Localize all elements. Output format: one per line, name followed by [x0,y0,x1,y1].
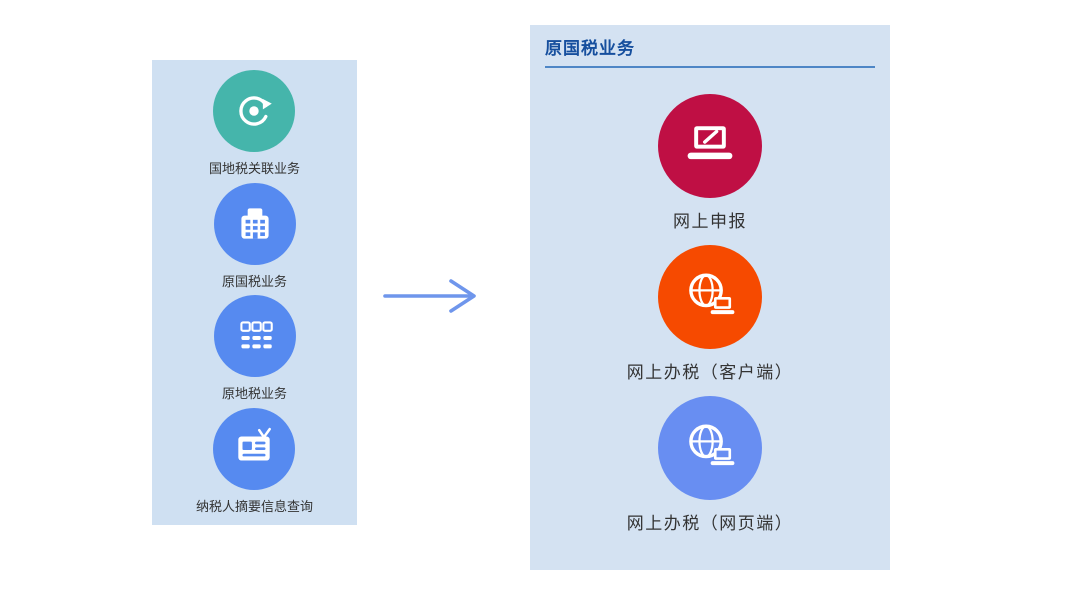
id-card-icon [238,428,272,461]
legacy-item-guodishui-guanlian[interactable]: 国地税关联业务 [208,69,300,177]
service-circle [213,408,296,491]
legacy-item-yuandishui[interactable]: 原地税业务 [213,295,296,402]
service-item-banshui-client[interactable]: 网上办税（客户端） [627,245,794,383]
panel-header: 原国税业务 [545,25,875,68]
service-circle [213,69,296,152]
service-item-label: 网上办税（客户端） [626,363,794,382]
legacy-item-nashuiren-info[interactable]: 纳税人摘要信息查询 [196,408,313,515]
service-circle [658,396,762,500]
panel-title: 原国税业务 [545,39,635,58]
right-arrow-icon [383,279,476,313]
panel-items: 网上申报 网上办税（客户端） [530,94,890,534]
globe-laptop-icon [689,273,735,315]
service-circle [658,94,762,198]
legacy-services-panel: 国地税关联业务 原国税业务 [152,60,357,525]
office-building-icon [240,207,269,239]
laptop-edit-icon [687,126,733,160]
service-item-label: 网上办税（网页端） [626,514,794,533]
guoshui-services-panel: 原国税业务 网上申报 [530,25,890,570]
legacy-item-label: 原国税业务 [221,273,287,289]
service-circle [213,182,296,265]
service-item-banshui-web[interactable]: 网上办税（网页端） [627,396,794,534]
service-item-wangshang-shenbao[interactable]: 网上申报 [658,94,762,232]
grid-menu-icon [239,321,273,349]
service-circle [213,295,296,378]
service-circle [658,245,762,349]
service-sync-icon [239,96,273,126]
legacy-item-label: 原地税业务 [221,386,287,402]
legacy-item-yuanguoshui[interactable]: 原国税业务 [213,182,296,290]
legacy-item-label: 纳税人摘要信息查询 [195,499,313,515]
globe-laptop-icon [689,424,735,466]
service-item-label: 网上申报 [673,212,747,231]
legacy-item-label: 国地税关联业务 [208,160,300,176]
